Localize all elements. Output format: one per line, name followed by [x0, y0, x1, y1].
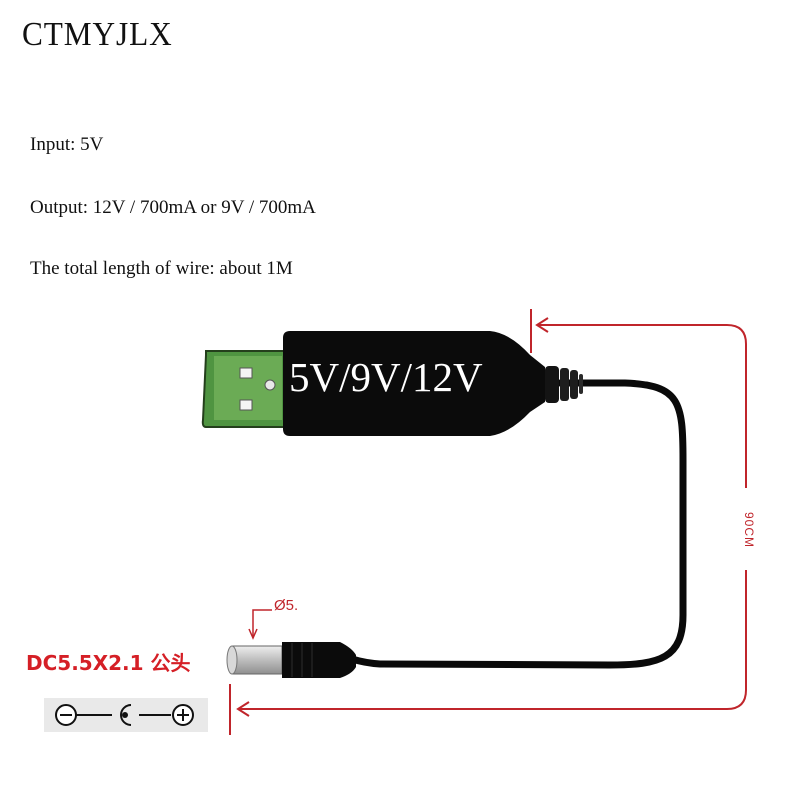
- dimension-length-label: 90CM: [742, 511, 756, 548]
- spec-wire-length: The total length of wire: about 1M: [30, 258, 293, 279]
- center-positive-icon: [120, 704, 132, 726]
- minus-circle-icon: [55, 704, 77, 726]
- usb-plug: [201, 350, 289, 428]
- polarity-symbol: [44, 698, 208, 732]
- dc-plug: [226, 642, 356, 678]
- plus-circle-icon: [172, 704, 194, 726]
- spec-output: Output: 12V / 700mA or 9V / 700mA: [30, 197, 316, 218]
- voltage-label: 5V/9V/12V: [289, 354, 483, 400]
- diameter-label: Ø5.: [274, 597, 299, 614]
- brand-logo: CTMYJLX: [22, 16, 173, 53]
- dimension-line: [229, 309, 747, 735]
- connector-label: DC5.5X2.1 公头: [26, 651, 191, 675]
- diameter-pointer: [248, 609, 272, 640]
- spec-input: Input: 5V: [30, 134, 104, 155]
- cable: [348, 379, 687, 669]
- boost-module: [283, 331, 583, 436]
